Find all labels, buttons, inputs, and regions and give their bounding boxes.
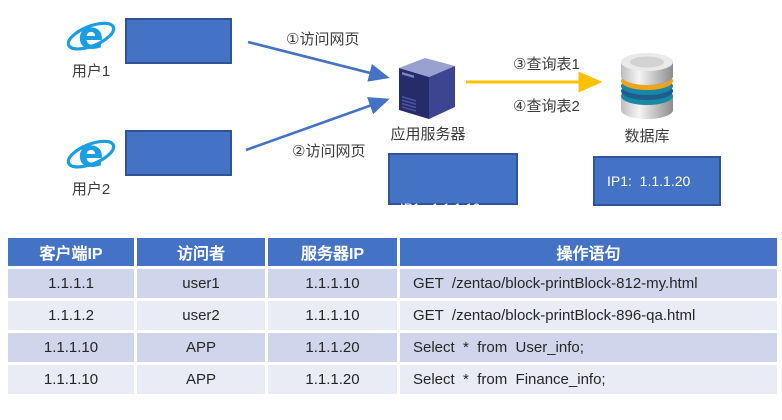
server-label: 应用服务器 <box>390 126 466 143</box>
cell-client-ip: 1.1.1.1 <box>8 269 137 301</box>
cell-visitor: APP <box>137 365 268 397</box>
cell-server-ip: 1.1.1.10 <box>268 301 400 333</box>
diagram-arrows-layer <box>245 40 603 152</box>
flow-label-4: ④查询表2 <box>513 98 580 115</box>
col-header-statement: 操作语句 <box>400 238 777 269</box>
user1-ip: IP1: 1.1.1.1 <box>137 63 208 79</box>
cell-client-ip: 1.1.1.10 <box>8 365 137 397</box>
database-label: 数据库 <box>624 128 670 145</box>
cell-visitor: APP <box>137 333 268 365</box>
database-ip: IP1: 1.1.1.20 <box>607 172 691 189</box>
arrow-user2-to-server <box>245 97 390 152</box>
server-ip: IP1: 1.1.1.10 <box>400 201 481 217</box>
flow-label-2: ②访问网页 <box>292 143 366 160</box>
cell-server-ip: 1.1.1.20 <box>268 333 400 365</box>
database-cylinder-icon <box>621 53 673 119</box>
access-log-table: 客户端IP 访问者 服务器IP 操作语句 1.1.1.1 user1 1.1.1… <box>8 238 777 397</box>
table-row: 1.1.1.1 user1 1.1.1.10 GET /zentao/block… <box>8 269 777 301</box>
col-header-visitor: 访问者 <box>137 238 268 269</box>
flow-label-1: ①访问网页 <box>286 31 360 48</box>
server-tower-icon <box>399 58 455 119</box>
ie-browser-icon: e <box>66 14 116 58</box>
cell-statement: GET /zentao/block-printBlock-896-qa.html <box>400 301 777 333</box>
user2-info-box: IP1: 1.1.1.2 账号: User2 <box>125 130 232 247</box>
user1-info-box: IP1: 1.1.1.1 账号: User1 <box>125 18 232 135</box>
table-header-row: 客户端IP 访问者 服务器IP 操作语句 <box>8 238 777 269</box>
user2-label: 用户2 <box>71 181 111 198</box>
col-header-client-ip: 客户端IP <box>8 238 137 269</box>
cell-server-ip: 1.1.1.10 <box>268 269 400 301</box>
ie-glyph: e <box>78 132 103 176</box>
cell-statement: GET /zentao/block-printBlock-812-my.html <box>400 269 777 301</box>
cell-visitor: user1 <box>137 269 268 301</box>
cell-client-ip: 1.1.1.2 <box>8 301 137 333</box>
user2-ip: IP1: 1.1.1.2 <box>137 175 208 191</box>
server-info-box: IP1: 1.1.1.10 数据库账号: APP <box>388 153 518 275</box>
table-row: 1.1.1.10 APP 1.1.1.20 Select * from User… <box>8 333 777 365</box>
cell-statement: Select * from User_info; <box>400 333 777 365</box>
table-row: 1.1.1.10 APP 1.1.1.20 Select * from Fina… <box>8 365 777 397</box>
arrow-user1-to-server <box>247 40 390 82</box>
cell-client-ip: 1.1.1.10 <box>8 333 137 365</box>
cell-statement: Select * from Finance_info; <box>400 365 777 397</box>
table-row: 1.1.1.2 user2 1.1.1.10 GET /zentao/block… <box>8 301 777 333</box>
user1-label: 用户1 <box>71 63 111 80</box>
ie-glyph: e <box>78 14 103 58</box>
cell-visitor: user2 <box>137 301 268 333</box>
cell-server-ip: 1.1.1.20 <box>268 365 400 397</box>
database-info-box: IP1: 1.1.1.20 <box>593 156 721 206</box>
ie-browser-icon: e <box>66 132 116 176</box>
col-header-server-ip: 服务器IP <box>268 238 400 269</box>
flow-label-3: ③查询表1 <box>513 56 580 73</box>
